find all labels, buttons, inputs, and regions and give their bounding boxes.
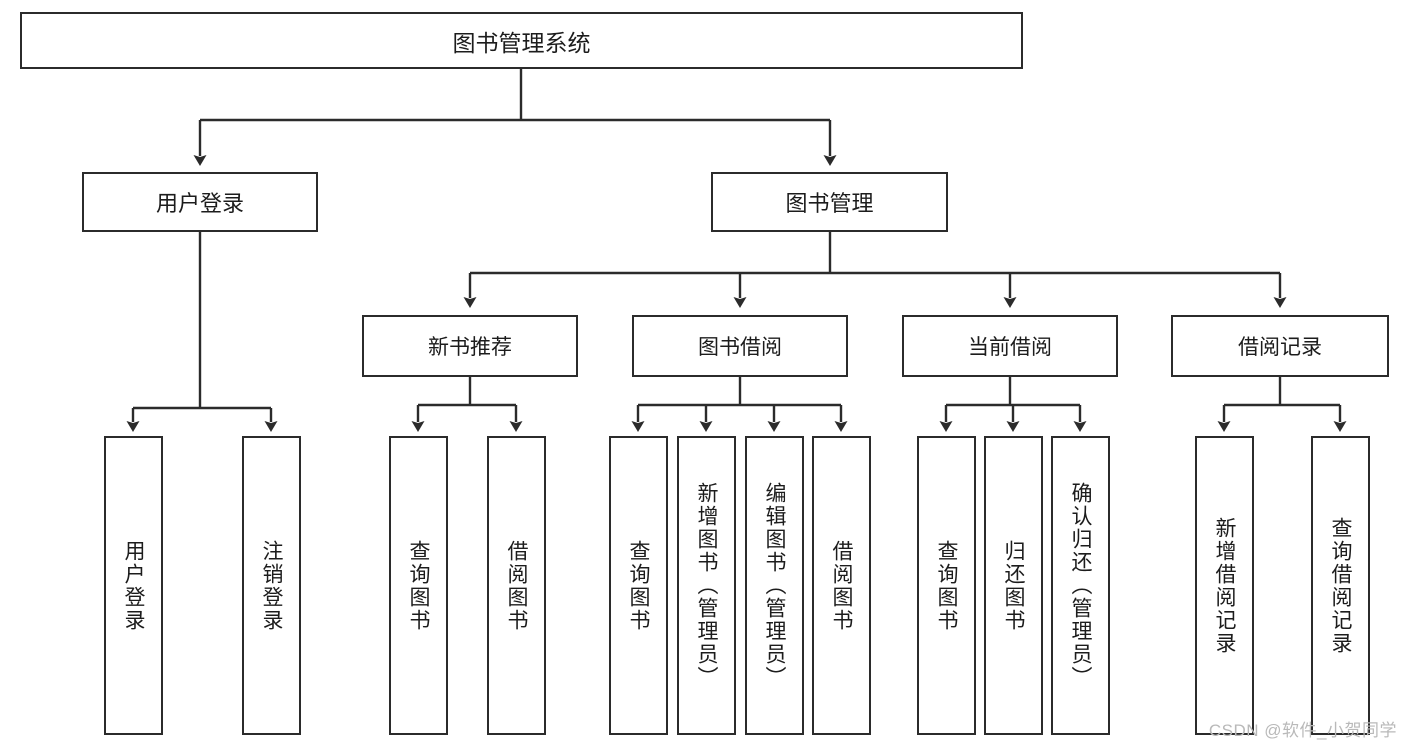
node-leaf-edit-book[interactable]: 编辑图书（管理员） — [745, 436, 804, 735]
node-leaf-confirm-return-label: 确认归还（管理员） — [1069, 482, 1092, 689]
node-user-login-label: 用户登录 — [155, 191, 244, 216]
node-leaf-query-record[interactable]: 查询借阅记录 — [1311, 436, 1370, 735]
node-leaf-query-record-label: 查询借阅记录 — [1329, 516, 1352, 655]
node-root[interactable]: 图书管理系统 — [20, 12, 1023, 69]
node-leaf-query-book-2-label: 查询图书 — [627, 539, 650, 632]
node-leaf-borrow-book-1-label: 借阅图书 — [505, 539, 528, 632]
node-leaf-user-login-label: 用户登录 — [122, 539, 145, 632]
node-leaf-query-book-2[interactable]: 查询图书 — [609, 436, 668, 735]
node-leaf-edit-book-label: 编辑图书（管理员） — [763, 482, 786, 689]
node-new-book-recommend-label: 新书推荐 — [428, 336, 512, 359]
node-book-management-label: 图书管理 — [785, 191, 874, 216]
node-borrow-record[interactable]: 借阅记录 — [1171, 315, 1389, 377]
node-leaf-add-book[interactable]: 新增图书（管理员） — [677, 436, 736, 735]
node-leaf-borrow-book-2[interactable]: 借阅图书 — [812, 436, 871, 735]
node-leaf-confirm-return[interactable]: 确认归还（管理员） — [1051, 436, 1110, 735]
node-book-borrow-label: 图书借阅 — [698, 336, 782, 359]
node-current-borrow[interactable]: 当前借阅 — [902, 315, 1118, 377]
node-leaf-query-book-1-label: 查询图书 — [407, 539, 430, 632]
node-leaf-query-book-3[interactable]: 查询图书 — [917, 436, 976, 735]
node-leaf-add-record-label: 新增借阅记录 — [1213, 516, 1236, 655]
node-leaf-logout-login[interactable]: 注销登录 — [242, 436, 301, 735]
node-user-login[interactable]: 用户登录 — [82, 172, 318, 232]
node-root-label: 图书管理系统 — [452, 29, 591, 56]
node-leaf-return-book-label: 归还图书 — [1002, 539, 1025, 632]
node-book-borrow[interactable]: 图书借阅 — [632, 315, 848, 377]
node-leaf-logout-login-label: 注销登录 — [260, 539, 283, 632]
node-leaf-query-book-3-label: 查询图书 — [935, 539, 958, 632]
node-leaf-query-book-1[interactable]: 查询图书 — [389, 436, 448, 735]
node-current-borrow-label: 当前借阅 — [968, 336, 1052, 359]
node-leaf-add-record[interactable]: 新增借阅记录 — [1195, 436, 1254, 735]
node-leaf-return-book[interactable]: 归还图书 — [984, 436, 1043, 735]
node-leaf-borrow-book-1[interactable]: 借阅图书 — [487, 436, 546, 735]
node-book-management[interactable]: 图书管理 — [711, 172, 948, 232]
node-leaf-add-book-label: 新增图书（管理员） — [695, 482, 718, 689]
node-leaf-user-login[interactable]: 用户登录 — [104, 436, 163, 735]
node-new-book-recommend[interactable]: 新书推荐 — [362, 315, 578, 377]
csdn-watermark: CSDN @软件_小贺同学 — [1208, 721, 1397, 740]
node-leaf-borrow-book-2-label: 借阅图书 — [830, 539, 853, 632]
node-borrow-record-label: 借阅记录 — [1238, 336, 1322, 359]
